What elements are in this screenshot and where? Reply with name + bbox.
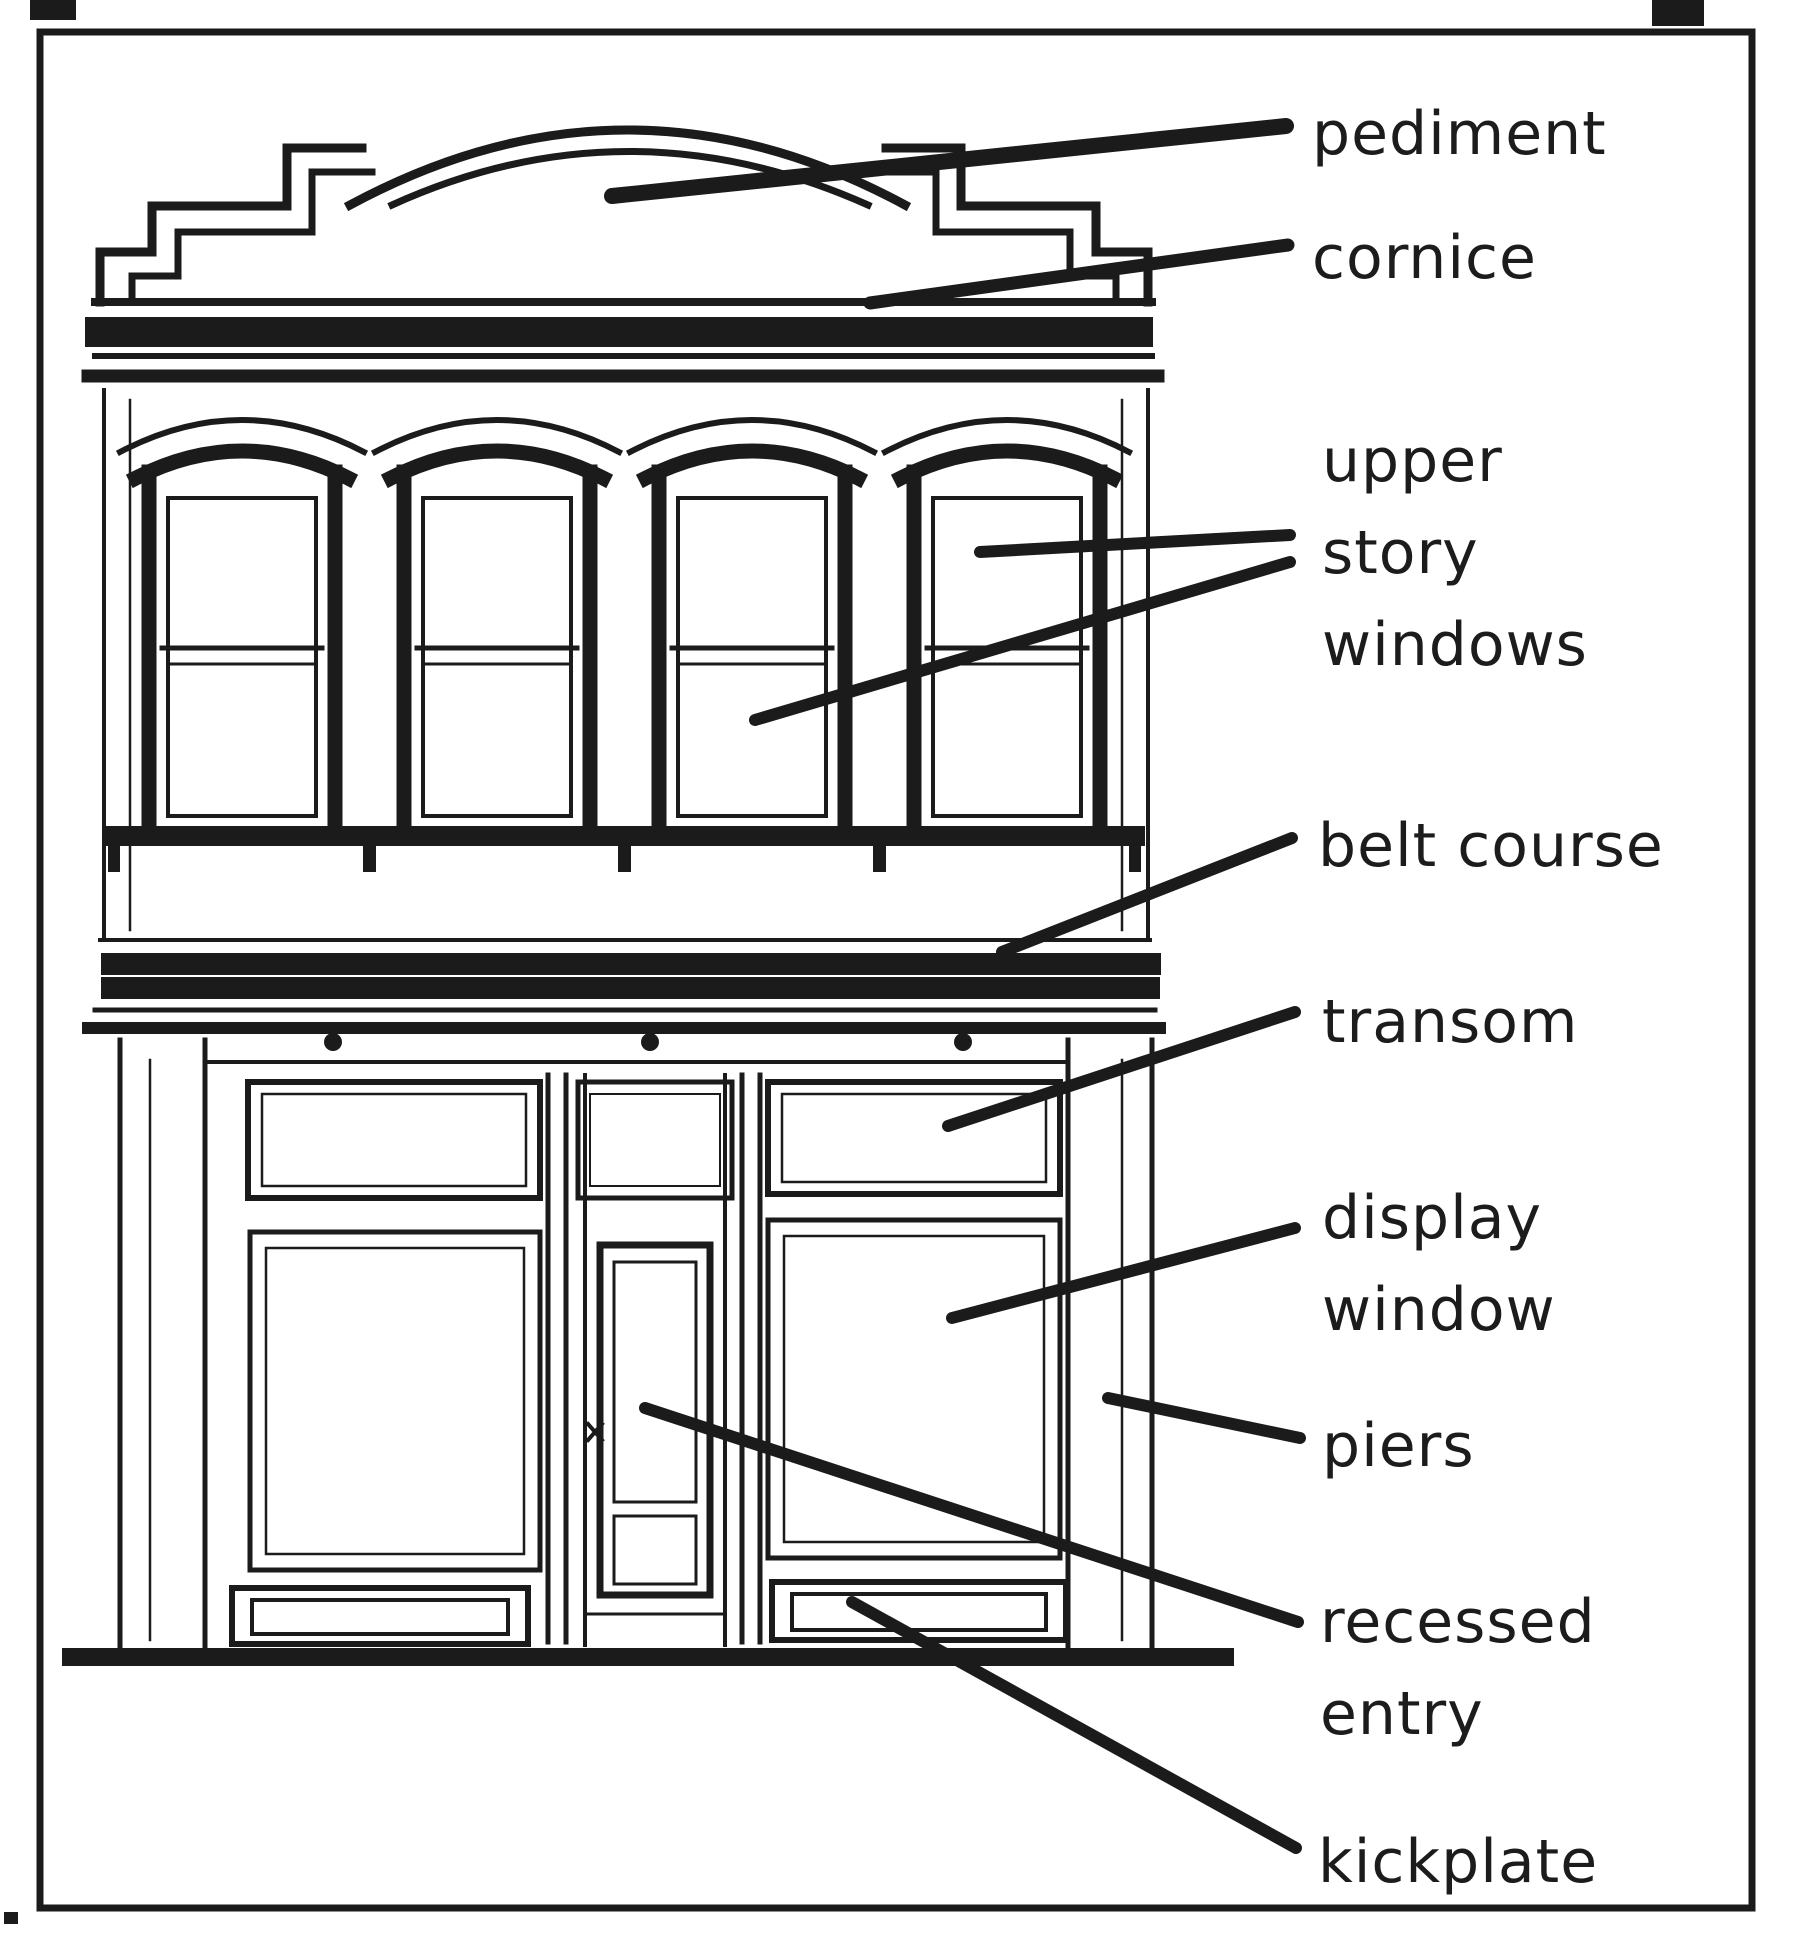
label-upper-story-windows: upper story windows: [1322, 415, 1588, 691]
upper-window-2: [359, 417, 635, 872]
label-display-window: display window: [1322, 1172, 1556, 1356]
label-transom-text: transom: [1322, 987, 1579, 1057]
label-transom: transom: [1322, 976, 1578, 1068]
leader-upper-story-windows-1: [974, 529, 1296, 558]
label-pediment-text: pediment: [1312, 99, 1607, 169]
scan-marks: [4, 0, 1704, 1924]
transom-windows: [245, 1079, 1063, 1201]
label-upper-story-windows-line1: upper: [1322, 426, 1503, 496]
label-upper-story-windows-line3: windows: [1322, 610, 1588, 680]
display-windows: [247, 1217, 1063, 1573]
leader-display-window: [946, 1222, 1301, 1324]
left-pier: [117, 1037, 208, 1651]
leader-kickplate: [846, 1596, 1302, 1854]
cornice-drawing: [81, 298, 1165, 383]
upper-window-3: [614, 417, 890, 872]
upper-story-windows-drawing: [104, 417, 1145, 872]
frame-border: [36, 28, 1756, 1912]
entry-door: [583, 1073, 727, 1647]
label-cornice-text: cornice: [1312, 223, 1537, 293]
label-recessed-entry-line1: recessed: [1320, 1587, 1596, 1657]
leader-cornice: [863, 238, 1295, 310]
label-belt-course: belt course: [1318, 800, 1664, 892]
storefront-drawing: [62, 1033, 1234, 1666]
label-pediment: pediment: [1312, 88, 1607, 180]
ground-line: [62, 1648, 1234, 1666]
label-kickplate-text: kickplate: [1318, 1827, 1599, 1897]
label-recessed-entry: recessed entry: [1320, 1576, 1596, 1760]
kickplates: [229, 1579, 1069, 1647]
leader-upper-story-windows-2: [749, 556, 1296, 726]
upper-window-4: [869, 417, 1145, 872]
label-display-window-line2: window: [1322, 1275, 1556, 1345]
label-upper-story-windows-line2: story: [1322, 518, 1479, 588]
leader-transom: [942, 1006, 1301, 1132]
label-piers-text: piers: [1322, 1411, 1475, 1481]
leader-lines: [604, 118, 1306, 1854]
leader-pediment: [604, 118, 1294, 204]
upper-window-1: [104, 417, 380, 872]
label-recessed-entry-line2: entry: [1320, 1679, 1484, 1749]
label-belt-course-text: belt course: [1318, 811, 1664, 881]
label-kickplate: kickplate: [1318, 1816, 1598, 1908]
label-piers: piers: [1322, 1400, 1475, 1492]
rosette-dots: [324, 1033, 972, 1051]
label-display-window-line1: display: [1322, 1183, 1543, 1253]
leader-belt-course: [996, 832, 1298, 958]
leader-piers: [1102, 1392, 1306, 1444]
label-cornice: cornice: [1312, 212, 1537, 304]
belt-course-drawing: [82, 938, 1166, 1034]
storefront-mullions: [545, 1072, 763, 1645]
leader-recessed-entry: [639, 1402, 1304, 1628]
